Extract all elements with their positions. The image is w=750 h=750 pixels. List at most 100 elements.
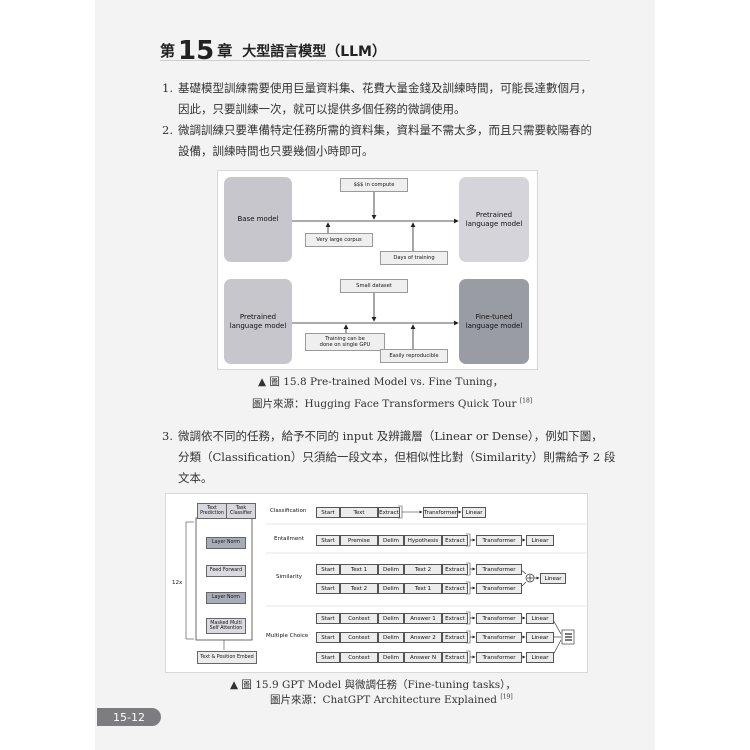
token-premise: Premise <box>340 535 378 546</box>
paragraph-number: 3. <box>162 429 173 443</box>
paragraph-text: 設備，訓練時間也只要幾個小時即可。 <box>178 144 374 158</box>
chapter-number: 15 <box>178 36 215 66</box>
pretrained-model-box: Pretrained language model <box>459 177 529 262</box>
page-number: 15-12 <box>97 708 161 726</box>
figure1-caption: ▲ 圖 15.8 Pre-trained Model vs. Fine Tuni… <box>258 376 504 388</box>
corpus-label: Very large corpus <box>305 233 373 247</box>
chapter-prefix: 第 <box>160 42 176 60</box>
repeat-count: 12x <box>172 580 183 586</box>
reproducible-label: Easily reproducible <box>380 349 448 363</box>
task-entailment: Entailment <box>274 536 304 542</box>
paragraph-3: 3. 微調依不同的任務，給予不同的 input 及辨識層（Linear or De… <box>162 426 616 489</box>
linear-block: Linear <box>526 652 554 663</box>
token-delim: Delim <box>378 583 404 594</box>
figure-gpt-finetuning-tasks: Text Prediction Task Classifier Layer No… <box>165 493 588 673</box>
token-delim: Delim <box>378 613 404 624</box>
paragraph-number: 1. <box>162 81 173 95</box>
token-start: Start <box>316 507 340 518</box>
task-classification: Classification <box>270 508 307 514</box>
token-text-1: Text 1 <box>340 564 378 575</box>
token-extract: Extract <box>442 564 468 575</box>
token-start: Start <box>316 535 340 546</box>
header-divider <box>160 60 590 61</box>
linear-block: Linear <box>540 573 566 584</box>
transformer-block: Transformer <box>476 652 522 663</box>
figure1-reference: [18] <box>519 397 533 405</box>
token-context: Context <box>340 652 378 663</box>
token-start: Start <box>316 652 340 663</box>
token-start: Start <box>316 564 340 575</box>
text-position-embed: Text & Position Embed <box>197 651 257 664</box>
token-text-1: Text 1 <box>404 583 442 594</box>
token-extract: Extract <box>442 583 468 594</box>
task-similarity: Similarity <box>276 574 303 580</box>
token-start: Start <box>316 613 340 624</box>
figure2-source-text: 圖片來源：ChatGPT Architecture Explained <box>270 694 501 706</box>
transformer-block: Transformer <box>476 535 522 546</box>
token-delim: Delim <box>378 564 404 575</box>
paragraph-text: 文本。 <box>178 471 213 485</box>
small-dataset-label: Small dataset <box>340 279 408 293</box>
base-model-box: Base model <box>224 177 292 262</box>
days-label: Days of training <box>380 251 448 265</box>
token-extract: Extract <box>442 632 468 643</box>
linear-block: Linear <box>526 535 554 546</box>
token-text-2: Text 2 <box>404 564 442 575</box>
token-delim: Delim <box>378 632 404 643</box>
linear-block: Linear <box>526 632 554 643</box>
task-multiple-choice: Multiple Choice <box>266 633 309 639</box>
paragraph-text: 微調依不同的任務，給予不同的 input 及辨識層（Linear or Dens… <box>178 429 603 443</box>
paragraph-text: 微調訓練只要準備特定任務所需的資料集，資料量不需太多，而且只需要較陽春的 <box>178 123 592 137</box>
token-extract: Extract <box>442 535 468 546</box>
paragraph-1: 1. 基礎模型訓練需要使用巨量資料集、花費大量金錢及訓練時間，可能長達數個月， 因… <box>162 78 592 120</box>
token-answer-n: Answer N <box>404 652 442 663</box>
feed-forward-block: Feed Forward <box>206 565 246 577</box>
paragraph-text: 分類（Classification）只須給一段文本，但相似性比對（Similar… <box>178 450 616 464</box>
transformer-block: Transformer <box>476 564 522 575</box>
token-extract: Extract <box>442 613 468 624</box>
token-extract: Extract <box>378 507 400 518</box>
figure1-source-text: 圖片來源：Hugging Face Transformers Quick Tou… <box>252 398 520 410</box>
token-text: Text <box>340 507 378 518</box>
chapter-title: 大型語言模型（LLM） <box>242 44 386 60</box>
task-classifier-head: Task Classifier <box>226 503 256 519</box>
finetuned-model-box: Fine-tuned language model <box>459 279 529 364</box>
figure2-reference: [19] <box>500 693 513 701</box>
figure2-lines <box>185 505 587 664</box>
compute-label: $$$ in compute <box>340 178 408 192</box>
transformer-block: Transformer <box>476 583 522 594</box>
token-text-2: Text 2 <box>340 583 378 594</box>
pretrained-source-box: Pretrained language model <box>224 279 292 364</box>
token-context: Context <box>340 613 378 624</box>
linear-block: Linear <box>462 507 486 518</box>
figure1-source: 圖片來源：Hugging Face Transformers Quick Tou… <box>252 396 532 411</box>
paragraph-text: 基礎模型訓練需要使用巨量資料集、花費大量金錢及訓練時間，可能長達數個月， <box>178 81 592 95</box>
token-answer-2: Answer 2 <box>404 632 442 643</box>
token-extract: Extract <box>442 652 468 663</box>
transformer-block: Transformer <box>423 507 458 518</box>
token-answer-1: Answer 1 <box>404 613 442 624</box>
token-delim: Delim <box>378 535 404 546</box>
layer-norm-bottom: Layer Norm <box>206 592 246 604</box>
transformer-block: Transformer <box>476 632 522 643</box>
token-delim: Delim <box>378 652 404 663</box>
text-prediction-head: Text Prediction <box>197 503 227 519</box>
token-context: Context <box>340 632 378 643</box>
paragraph-number: 2. <box>162 123 173 137</box>
masked-self-attention-block: Masked Multi Self Attention <box>206 618 246 634</box>
figure1-arrows <box>286 191 459 349</box>
chapter-suffix: 章 <box>217 42 233 60</box>
token-hypothesis: Hypothesis <box>404 535 442 546</box>
figure2-caption: ▲ 圖 15.9 GPT Model 與微調任務（Fine-tuning tas… <box>230 679 516 691</box>
token-start: Start <box>316 632 340 643</box>
linear-block: Linear <box>526 613 554 624</box>
figure-pretrain-vs-finetune: Base model Pretrained language model $$$… <box>217 170 538 370</box>
figure2-source: 圖片來源：ChatGPT Architecture Explained [19] <box>270 692 513 707</box>
paragraph-text: 因此，只要訓練一次，就可以提供多個任務的微調使用。 <box>178 102 466 116</box>
layer-norm-top: Layer Norm <box>206 537 246 549</box>
single-gpu-label: Training can be done on single GPU <box>305 333 385 351</box>
token-start: Start <box>316 583 340 594</box>
transformer-block: Transformer <box>476 613 522 624</box>
paragraph-2: 2. 微調訓練只要準備特定任務所需的資料集，資料量不需太多，而且只需要較陽春的 設… <box>162 120 592 162</box>
